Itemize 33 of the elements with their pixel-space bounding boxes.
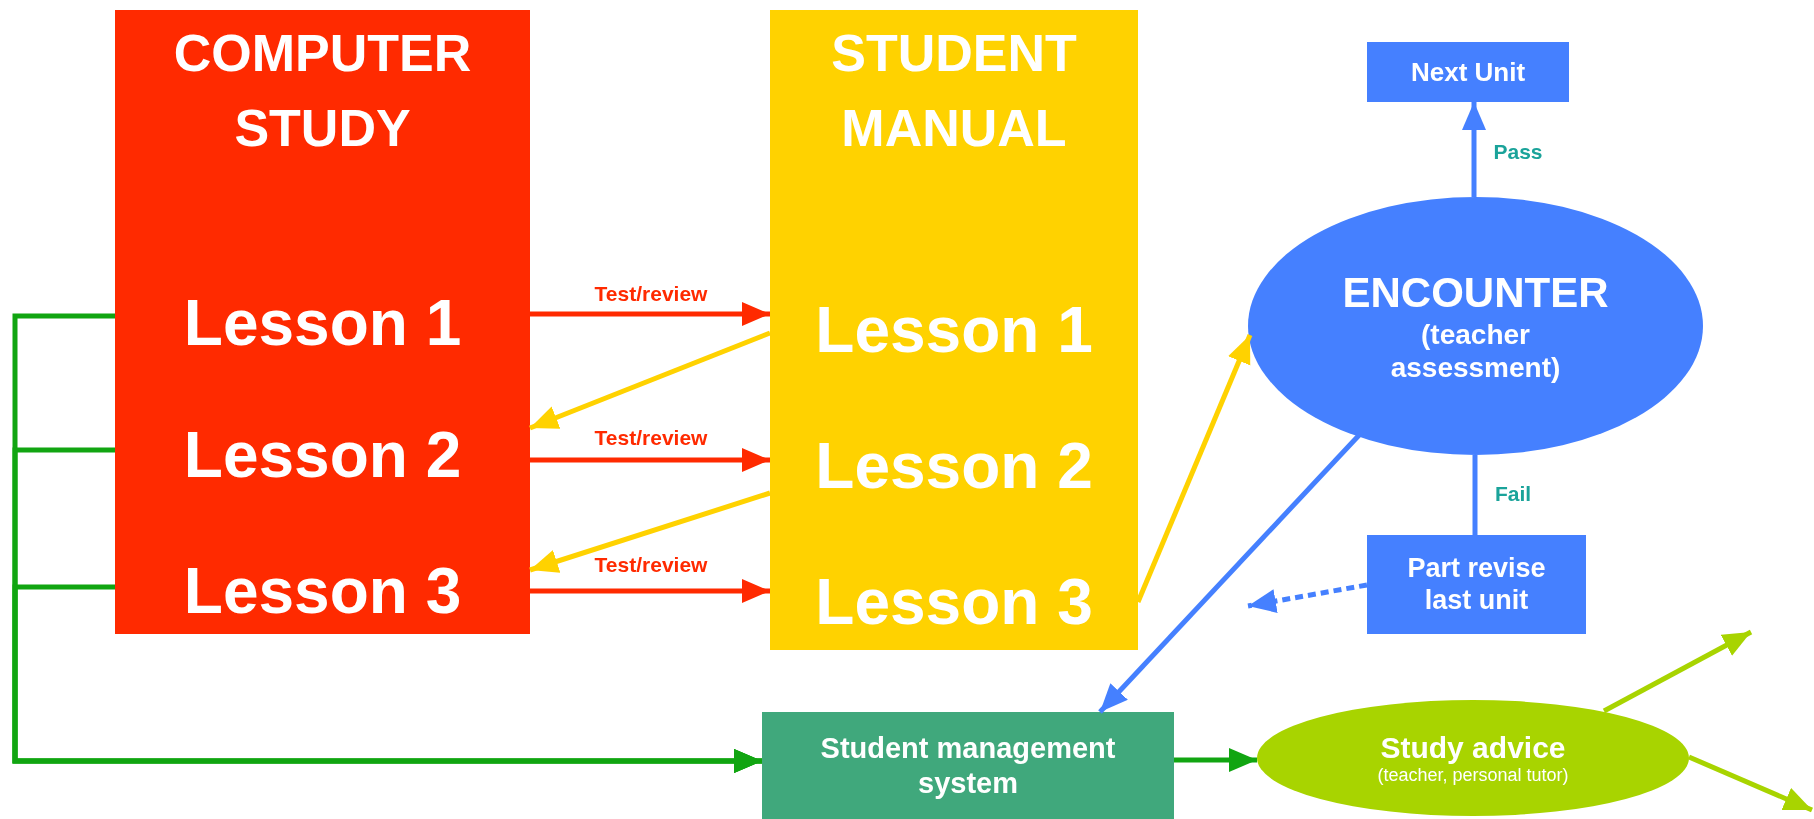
node-title: Student management system [820,731,1116,800]
panel-heading: COMPUTER STUDY [172,23,473,159]
node-subtitle: (teacher assessment) [1389,317,1562,384]
arrow [530,302,770,326]
arrow [1602,629,1753,714]
node-title: Study advice [1380,729,1566,766]
lesson-title: Lesson 2 [815,430,1093,502]
arrow [530,448,770,472]
process-box [762,712,1174,819]
node-title: Part revise last unit [1406,552,1547,617]
panel-heading: STUDENT MANUAL [830,23,1078,159]
arrow [529,490,771,573]
process-box [1367,42,1569,102]
arrow [1174,748,1257,772]
arrow [1135,334,1253,603]
lesson-title: Lesson 2 [183,419,462,491]
arrow [1688,754,1813,813]
node-title: Next Unit [1410,56,1526,88]
dotted-arrow [1247,582,1368,613]
arrow [1462,102,1486,197]
lesson-title: Lesson 1 [815,294,1093,366]
arrow [529,330,771,431]
node-subtitle: (teacher, personal tutor) [1377,765,1569,787]
lesson-panel [115,10,530,634]
lesson-title: Lesson 1 [183,287,462,359]
node-title: ENCOUNTER [1342,268,1609,318]
arrow [530,579,770,603]
lesson-title: Lesson 3 [183,555,462,627]
lesson-title: Lesson 3 [815,566,1093,638]
arrow [12,584,762,773]
connector-line [1472,455,1478,535]
process-box [1367,535,1586,634]
lesson-panel [770,10,1138,650]
